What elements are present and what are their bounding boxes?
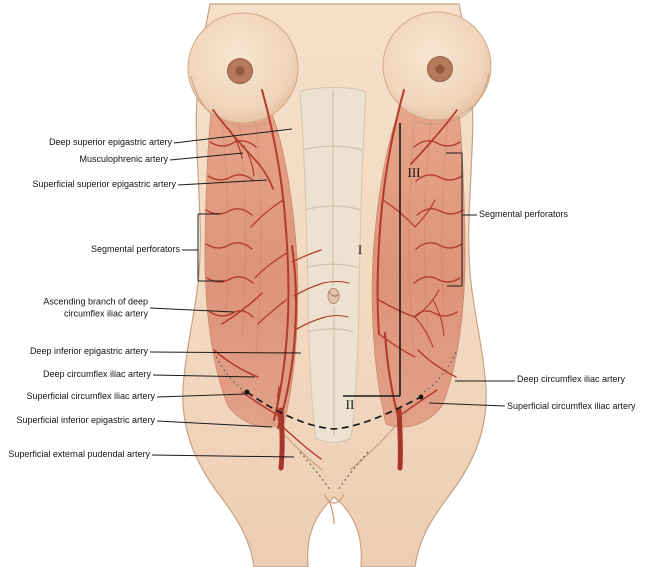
label-deep-superior-epigastric-artery: Deep superior epigastric artery bbox=[48, 137, 172, 148]
label-segmental-perforators-right: Segmental perforators bbox=[479, 209, 569, 220]
leader-lines-left bbox=[149, 128, 302, 458]
segmental-perforators-right-vessels bbox=[413, 140, 464, 318]
leader-lines-right bbox=[428, 152, 515, 407]
segmental-perforators-bracket-left bbox=[197, 213, 224, 282]
label-ascending-branch-deep-circumflex-iliac-artery: Ascending branch of deep circumflex ilia… bbox=[43, 296, 148, 318]
label-musculophrenic-artery: Musculophrenic artery bbox=[79, 154, 168, 165]
muscle-fiber-streaks bbox=[221, 105, 449, 353]
femoral-artery-right bbox=[396, 407, 403, 471]
superficial-external-pudendal-artery-vessel bbox=[283, 427, 322, 460]
superficial-superior-epigastric-artery-vessel bbox=[261, 89, 290, 421]
bikini-dashed-line bbox=[246, 391, 422, 430]
label-superficial-circumflex-iliac-artery-right: Superficial circumflex iliac artery bbox=[507, 401, 636, 412]
right-breast-shadow bbox=[413, 73, 490, 125]
label-deep-circumflex-iliac-artery-left: Deep circumflex iliac artery bbox=[42, 369, 151, 380]
zone-marker-1: I bbox=[357, 242, 363, 257]
label-superficial-external-pudendal-artery: Superficial external pudendal artery bbox=[8, 449, 150, 460]
label-deep-inferior-epigastric-artery: Deep inferior epigastric artery bbox=[29, 346, 148, 357]
femoral-artery-left bbox=[278, 407, 285, 471]
left-nipple bbox=[235, 66, 245, 76]
segmental-perforators-bracket-right bbox=[446, 152, 463, 287]
ascending-branch-dcia-vessel bbox=[221, 292, 263, 325]
label-superficial-circumflex-iliac-artery-left: Superficial circumflex iliac artery bbox=[26, 391, 155, 402]
deep-inferior-epigastric-artery-vessel bbox=[276, 244, 298, 430]
superficial-circumflex-iliac-artery-vessel-right bbox=[398, 389, 438, 417]
label-superficial-superior-epigastric-artery: Superficial superior epigastric artery bbox=[32, 179, 176, 190]
zone-marker-3: III bbox=[407, 165, 421, 180]
label-segmental-perforators-left: Segmental perforators bbox=[90, 244, 180, 255]
navel-shadow bbox=[328, 290, 339, 297]
label-deep-circumflex-iliac-artery-right: Deep circumflex iliac artery bbox=[517, 374, 626, 385]
musculophrenic-artery-vessel bbox=[212, 109, 274, 190]
zone-boundary-lines bbox=[246, 123, 422, 430]
superficial-inferior-epigastric-artery-vessel bbox=[276, 386, 280, 423]
right-nipple bbox=[435, 64, 445, 74]
label-superficial-inferior-epigastric-artery: Superficial inferior epigastric artery bbox=[16, 415, 155, 426]
dashed-line-right-endpoint bbox=[418, 394, 424, 400]
zone-marker-2: II bbox=[345, 397, 355, 412]
dashed-line-left-endpoint bbox=[244, 389, 250, 395]
deep-circumflex-iliac-artery-vessel-right bbox=[417, 349, 457, 378]
tendinous-intersections bbox=[302, 90, 363, 436]
